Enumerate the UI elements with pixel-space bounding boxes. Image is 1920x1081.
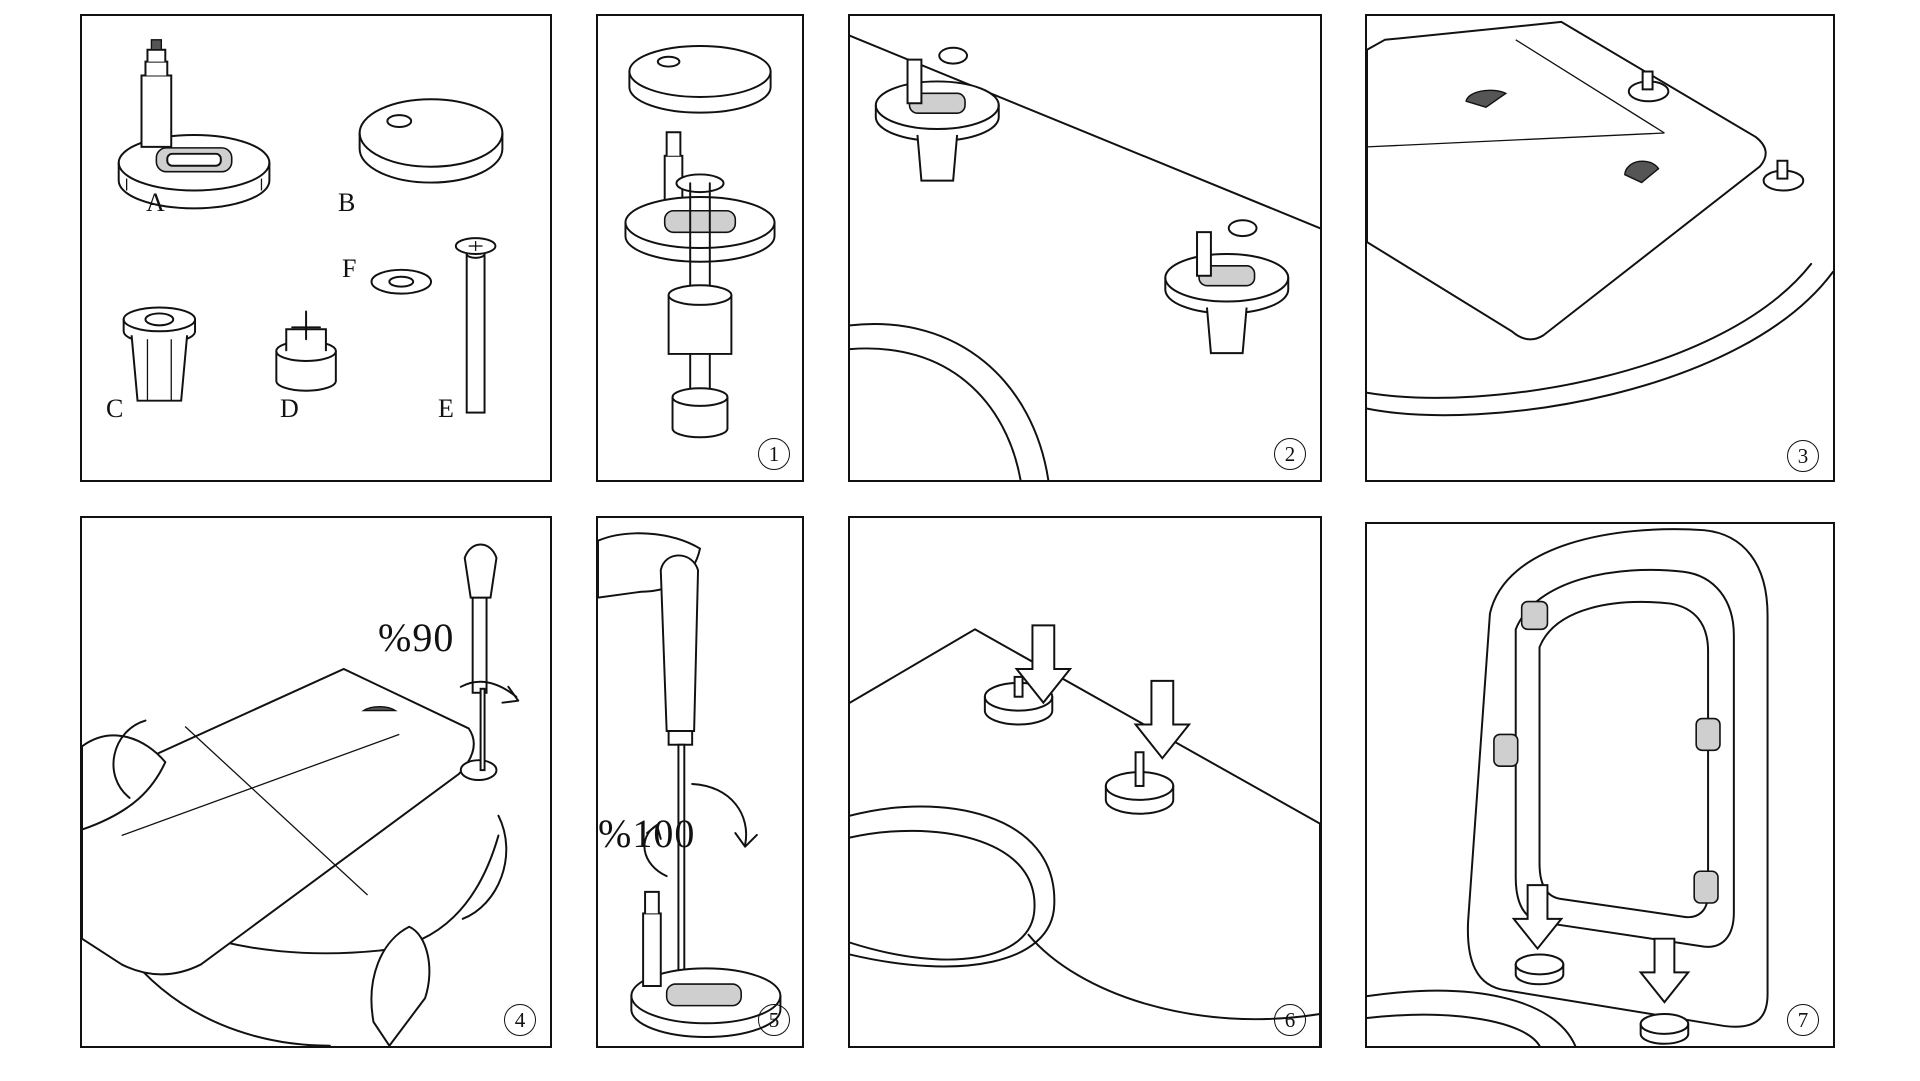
parts-illustration: [117, 39, 504, 414]
part-e-bolt-drawing: [454, 237, 497, 414]
step-2-illustration: [850, 34, 1320, 480]
step-3-illustration: [1367, 20, 1833, 417]
step-5-illustration: [598, 532, 782, 1038]
step-number-5: 5: [758, 1004, 790, 1036]
step-7-illustration: [1367, 528, 1769, 1046]
part-label-a: A: [146, 188, 165, 217]
step-4-panel: %90 4: [80, 516, 552, 1048]
step-number-7: 7: [1787, 1004, 1819, 1036]
part-label-e: E: [438, 394, 454, 423]
rotation-label-90: %90: [378, 615, 455, 660]
step-3-panel: 3: [1365, 14, 1835, 482]
part-f-washer-drawing: [370, 268, 432, 295]
part-label-c: C: [106, 394, 124, 423]
part-label-b: B: [338, 188, 356, 217]
step-4-illustration: [82, 543, 520, 1046]
step-number-2: 2: [1274, 438, 1306, 470]
rotation-label-100: %100: [598, 811, 696, 856]
step-1-illustration: [624, 44, 776, 439]
part-a-base-drawing: [117, 39, 271, 210]
step-1-panel: 1: [596, 14, 804, 482]
step-number-1: 1: [758, 438, 790, 470]
step-5-panel: %100 5: [596, 516, 804, 1048]
part-d-nut-drawing: [275, 310, 337, 392]
part-c-plug-drawing: [122, 306, 197, 402]
part-label-d: D: [280, 394, 299, 423]
step-number-4: 4: [504, 1004, 536, 1036]
step-6-illustration: [850, 624, 1320, 1046]
step-number-3: 3: [1787, 440, 1819, 472]
parts-panel: A B C D E F: [80, 14, 552, 482]
part-label-f: F: [342, 254, 357, 283]
step-number-6: 6: [1274, 1004, 1306, 1036]
part-b-cap-drawing: [358, 98, 504, 184]
step-7-panel: 7: [1365, 522, 1835, 1048]
step-6-panel: 6: [848, 516, 1322, 1048]
step-2-panel: 2: [848, 14, 1322, 482]
